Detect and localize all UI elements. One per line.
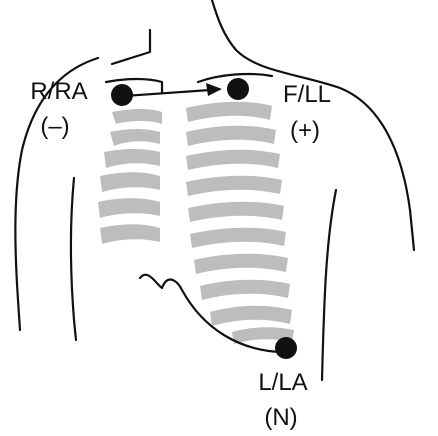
lead-vector-arrow (124, 83, 222, 96)
polarity-ra: (–) (30, 112, 80, 142)
rib (112, 109, 162, 124)
rib-cage-right (98, 109, 162, 244)
right-arm-inner (71, 178, 76, 340)
electrode-la (275, 337, 297, 359)
electrode-ra (111, 84, 133, 106)
rib (104, 149, 160, 168)
rib (186, 150, 280, 170)
label-ra: R/RA (22, 77, 96, 107)
neck-right (112, 30, 150, 64)
polarity-la: (N) (256, 403, 306, 433)
rib (100, 224, 160, 244)
rib (110, 129, 160, 146)
rib (186, 176, 282, 196)
rib (100, 172, 160, 192)
label-ll: F/LL (272, 80, 342, 110)
rib (186, 102, 272, 122)
rib (200, 280, 290, 300)
arrow-right-icon (206, 83, 222, 96)
electrode-ll (227, 78, 249, 100)
rib-cage-left (186, 102, 294, 344)
rib (210, 306, 292, 326)
polarity-ll: (+) (280, 116, 330, 146)
rib (188, 202, 284, 222)
rib (98, 198, 160, 218)
rib (186, 126, 276, 146)
rib (194, 254, 288, 274)
left-arm-inner (322, 190, 336, 380)
label-la: L/LA (248, 368, 318, 398)
rib (190, 228, 286, 248)
